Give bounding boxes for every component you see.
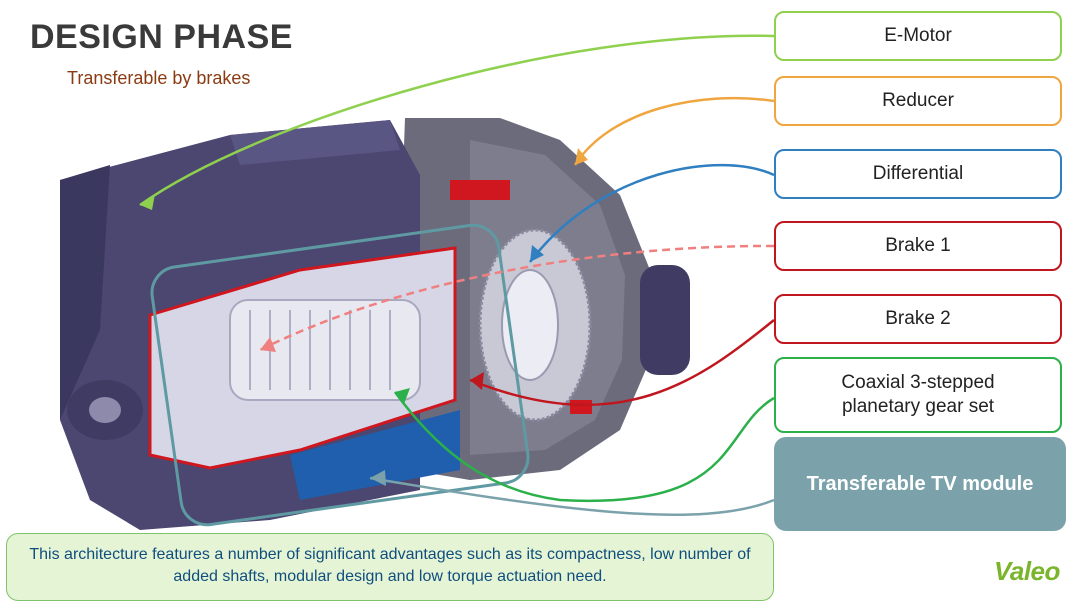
label-emotor: E-Motor — [774, 11, 1062, 61]
leader-module — [369, 476, 775, 516]
leader-differential — [529, 163, 775, 263]
output-shaft-right — [640, 265, 690, 375]
tv-module-text: Transferable TV module — [806, 472, 1034, 495]
leader-brake2 — [469, 319, 775, 406]
summary-box: This architecture features a number of s… — [6, 533, 774, 601]
leader-brake1 — [259, 244, 775, 352]
label-differential: Differential — [774, 149, 1062, 199]
planetary-gear-set — [229, 299, 421, 401]
page-title: DESIGN PHASE — [30, 18, 293, 56]
label-emotor-text: E-Motor — [884, 25, 952, 46]
label-brake1: Brake 1 — [774, 221, 1062, 271]
leader-lines — [139, 34, 775, 516]
input-shaft-left — [67, 380, 143, 440]
label-brake1-text: Brake 1 — [885, 235, 951, 256]
page-subtitle: Transferable by brakes — [67, 68, 251, 88]
summary-text: This architecture features a number of s… — [29, 546, 751, 585]
label-brake2: Brake 2 — [774, 294, 1062, 344]
valeo-logo: Valeo — [994, 556, 1060, 586]
leader-planetary — [393, 391, 775, 503]
differential-ring-gear — [478, 228, 592, 422]
label-brake2-text: Brake 2 — [885, 308, 951, 329]
tv-module-outline — [150, 223, 530, 527]
label-reducer: Reducer — [774, 76, 1062, 126]
label-planetary-text: Coaxial 3-stepped planetary gear set — [841, 372, 995, 417]
label-planetary: Coaxial 3-stepped planetary gear set — [774, 357, 1062, 433]
leader-emotor — [139, 34, 775, 207]
arrowheads — [140, 148, 588, 486]
label-differential-text: Differential — [872, 163, 964, 184]
leader-reducer — [573, 96, 775, 166]
label-reducer-text: Reducer — [882, 90, 954, 111]
tv-module-box: Transferable TV module — [774, 437, 1066, 531]
